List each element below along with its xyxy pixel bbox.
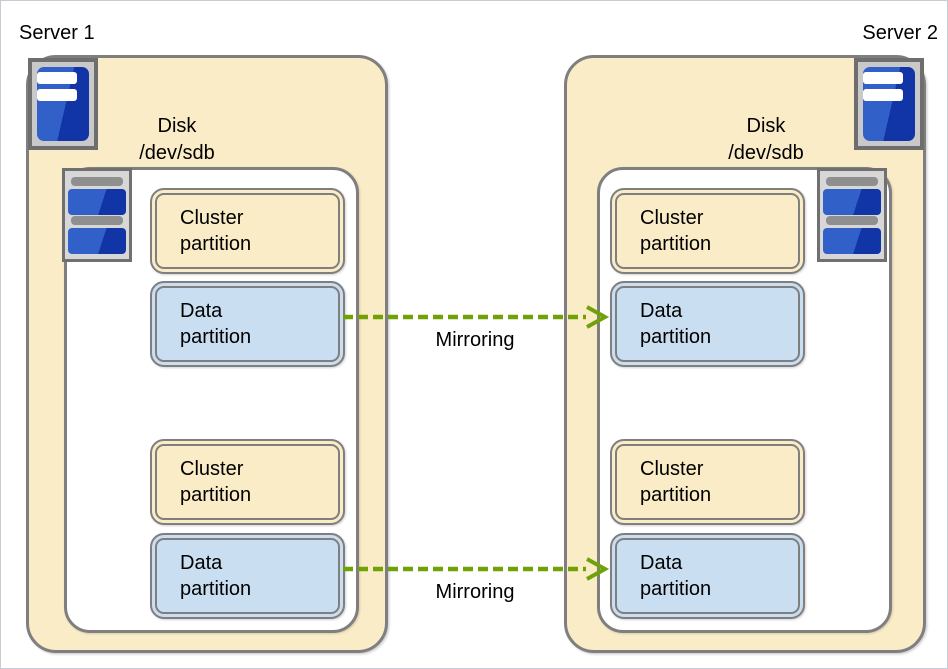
server-icon — [28, 58, 98, 150]
disk-device-path: /dev/sdb — [139, 142, 215, 164]
partition-label: Cluster partition — [640, 207, 712, 255]
server2-data-partition-2: Data partition — [610, 533, 805, 619]
partition-label: Cluster partition — [180, 458, 252, 506]
server1-data-partition-1: Data partition — [150, 281, 345, 367]
server2-disk-area: Cluster partition Data partition Cluster… — [597, 167, 892, 633]
server2-box: Disk /dev/sdb Cluster partition Data par… — [564, 55, 926, 653]
server1-disk-area: Cluster partition Data partition Cluster… — [64, 167, 359, 633]
mirroring-label-1: Mirroring — [435, 329, 515, 351]
partition-label: Data partition — [180, 552, 252, 600]
partition-label: Cluster partition — [180, 207, 252, 255]
server-icon — [854, 58, 924, 150]
server2-data-partition-1: Data partition — [610, 281, 805, 367]
server2-cluster-partition-2: Cluster partition — [610, 439, 805, 525]
server1-box: Disk /dev/sdb Cluster partition Data par… — [26, 55, 388, 653]
disk-title: Disk — [746, 115, 786, 137]
disk-device-path: /dev/sdb — [728, 142, 804, 164]
mirroring-label-2: Mirroring — [435, 581, 515, 603]
partition-label: Data partition — [640, 552, 712, 600]
server1-cluster-partition-2: Cluster partition — [150, 439, 345, 525]
partition-label: Data partition — [640, 300, 712, 348]
partition-label: Data partition — [180, 300, 252, 348]
disk-stack-icon — [62, 168, 132, 262]
server2-label: Server 2 — [862, 22, 938, 44]
server1-data-partition-2: Data partition — [150, 533, 345, 619]
disk-title: Disk — [157, 115, 197, 137]
server1-disk-label: Disk /dev/sdb — [92, 113, 262, 167]
server2-cluster-partition-1: Cluster partition — [610, 188, 805, 274]
server1-cluster-partition-1: Cluster partition — [150, 188, 345, 274]
server2-disk-label: Disk /dev/sdb — [681, 113, 851, 167]
server1-label: Server 1 — [19, 22, 95, 44]
partition-label: Cluster partition — [640, 458, 712, 506]
disk-stack-icon — [817, 168, 887, 262]
